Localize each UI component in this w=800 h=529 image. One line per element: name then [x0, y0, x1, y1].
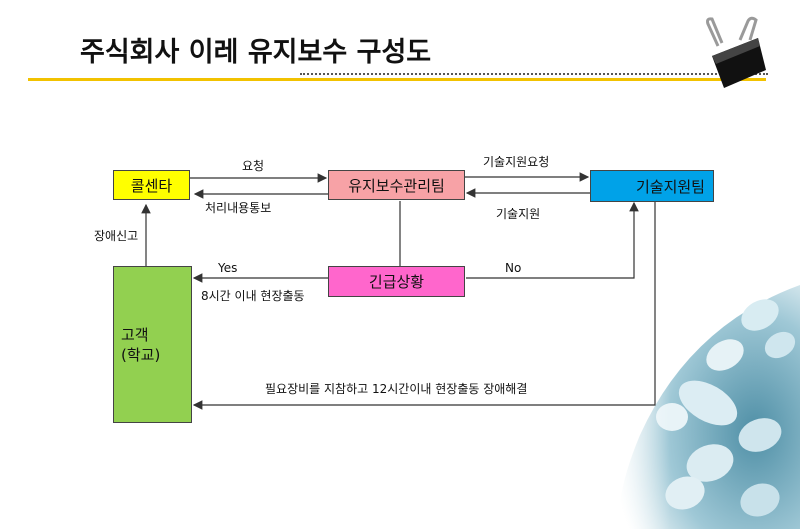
label-tech-support: 기술지원: [496, 207, 541, 221]
label-yes: Yes: [218, 261, 238, 275]
label-process-notice: 처리내용통보: [205, 201, 272, 215]
edge-no: [466, 201, 639, 279]
node-customer: 고객 (학교): [113, 266, 192, 423]
node-maintenance-label: 유지보수관리팀: [348, 176, 445, 195]
node-emergency-label: 긴급상황: [368, 273, 425, 291]
node-maintenance: 유지보수관리팀: [328, 170, 465, 200]
label-request: 요청: [242, 159, 265, 173]
node-callcenter-label: 콜센타: [130, 176, 173, 195]
label-no: No: [505, 261, 522, 275]
label-onsite-8h: 8시간 이내 현장출동: [201, 289, 305, 303]
node-customer-label: 고객: [121, 325, 149, 344]
keypad-photo: [600, 285, 800, 529]
node-tech-team-label: 기술지원팀: [635, 177, 705, 196]
node-emergency: 긴급상황: [328, 266, 465, 297]
node-tech-team: 기술지원팀: [590, 170, 714, 202]
label-tech-request: 기술지원요청: [483, 155, 550, 169]
title-dotted-rule: [300, 73, 768, 75]
edge-onsite-12h: [192, 201, 656, 410]
page-title: 주식회사 이레 유지보수 구성도: [80, 37, 432, 68]
node-callcenter: 콜센타: [113, 170, 190, 200]
binder-clip-icon: [706, 16, 766, 88]
node-customer-sublabel: (학교): [121, 345, 161, 364]
label-report: 장애신고: [94, 229, 139, 243]
title-underline: [28, 78, 766, 81]
label-onsite-12h: 필요장비를 지참하고 12시간이내 현장출동 장애해결: [265, 382, 528, 396]
